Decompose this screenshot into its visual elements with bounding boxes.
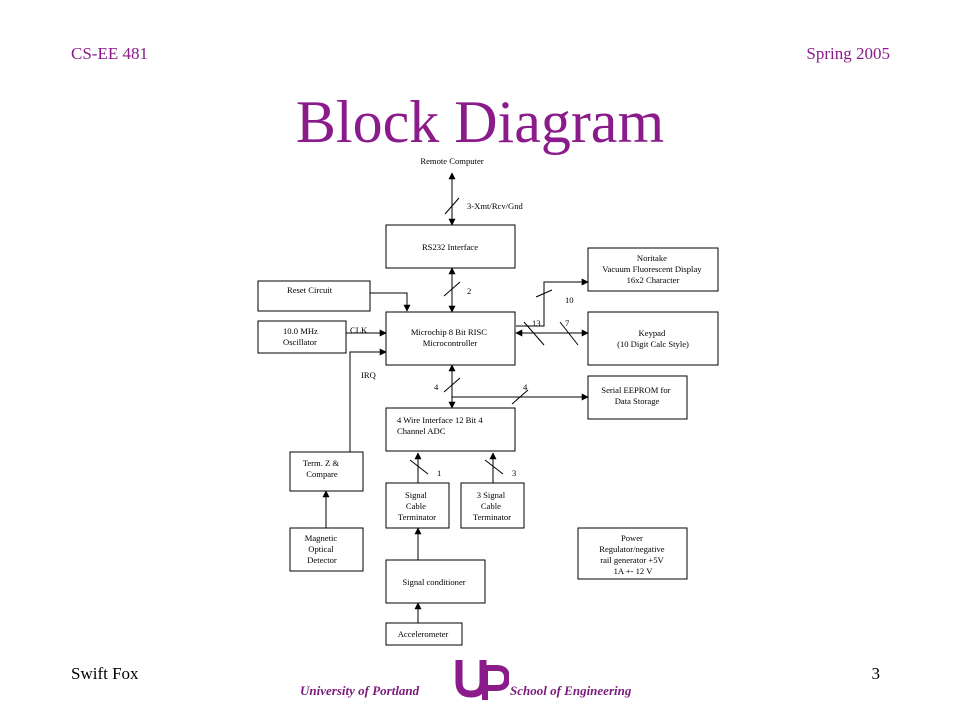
- sig-term1-block: [385, 482, 450, 529]
- bus-slash: [511, 389, 529, 405]
- bus-display-label: 10: [565, 295, 574, 305]
- bus-sig1-label: 1: [437, 468, 441, 478]
- keypad-label: Keypad (10 Digit Calc Style): [617, 328, 689, 349]
- page-number: 3: [871, 664, 881, 683]
- rs232-block: [385, 224, 516, 269]
- remote-computer-label: Remote Computer: [420, 156, 483, 166]
- reset-label: Reset Circuit: [287, 285, 333, 295]
- up-logo-icon: [455, 660, 509, 700]
- bus-slash: [443, 377, 461, 393]
- accelerometer-block: [385, 622, 463, 646]
- adc-label: 4 Wire Interface 12 Bit 4 Channel ADC: [397, 415, 485, 436]
- bus-rs232-label: 2: [467, 286, 471, 296]
- bus-13-label: 13: [532, 318, 541, 328]
- reset-block: [257, 280, 371, 312]
- accelerometer-label: Accelerometer: [398, 629, 449, 639]
- sig-term1-label: Signal Cable Terminator: [398, 490, 436, 522]
- rs232-label: RS232 Interface: [422, 242, 478, 252]
- irq-label: IRQ: [361, 370, 377, 380]
- mag-detector-label: Magnetic Optical Detector: [305, 533, 340, 565]
- display-label: Noritake Vacuum Fluorescent Display 16x2…: [602, 253, 703, 285]
- blocks: [257, 224, 719, 646]
- bus-eeprom-label: 4: [523, 382, 528, 392]
- bus-slash: [523, 321, 545, 346]
- bus-slash: [559, 321, 579, 346]
- bus-slash: [444, 197, 460, 215]
- conditioner-block: [385, 559, 486, 604]
- clk-label: CLK: [350, 325, 368, 335]
- oscillator-block: [257, 320, 347, 354]
- eeprom-label: Serial EEPROM for Data Storage: [601, 385, 672, 406]
- connector-labels: 3-Xmt/Rcv/Gnd 2 CLK IRQ 10 13 7 4 4 1 3: [350, 201, 574, 478]
- micro-label: Microchip 8 Bit RISC Microcontroller: [411, 327, 489, 348]
- bus-adc-label: 4: [434, 382, 439, 392]
- power-label: Power Regulator/negative rail generator …: [599, 533, 667, 576]
- oscillator-label: 10.0 MHz Oscillator: [283, 326, 320, 347]
- bus-slash: [535, 289, 553, 298]
- keypad-block: [587, 311, 719, 366]
- link-irq: [349, 348, 387, 452]
- mag-detector-block: [289, 527, 364, 572]
- bus-sig3-label: 3: [512, 468, 516, 478]
- adc-block: [385, 407, 516, 452]
- slide-title: Block Diagram: [295, 89, 665, 155]
- block-labels: Remote Computer RS232 Interface Reset Ci…: [283, 156, 703, 639]
- conditioner-label: Signal conditioner: [402, 577, 465, 587]
- display-block: [587, 247, 719, 292]
- university-name: University of Portland: [300, 683, 420, 698]
- term-z-block: [289, 451, 364, 492]
- author: Swift Fox: [71, 664, 139, 683]
- eeprom-block: [587, 375, 688, 420]
- course-code: CS-EE 481: [71, 44, 148, 63]
- bus-slash: [484, 459, 504, 475]
- link-micro-display: [516, 278, 589, 327]
- bus-slash: [409, 459, 429, 475]
- school-name: School of Engineering: [510, 683, 632, 698]
- link-reset-micro: [370, 292, 411, 312]
- micro-block: [385, 311, 516, 366]
- sig-term3-label: 3 Signal Cable Terminator: [473, 490, 511, 522]
- power-block: [577, 527, 688, 580]
- term: Spring 2005: [806, 44, 890, 63]
- xmt-label: 3-Xmt/Rcv/Gnd: [467, 201, 524, 211]
- term-z-label: Term. Z & Compare: [303, 458, 342, 479]
- bus-7-label: 7: [565, 318, 570, 328]
- connections: [322, 172, 589, 623]
- bus-slash: [443, 281, 461, 297]
- sig-term3-block: [460, 482, 525, 529]
